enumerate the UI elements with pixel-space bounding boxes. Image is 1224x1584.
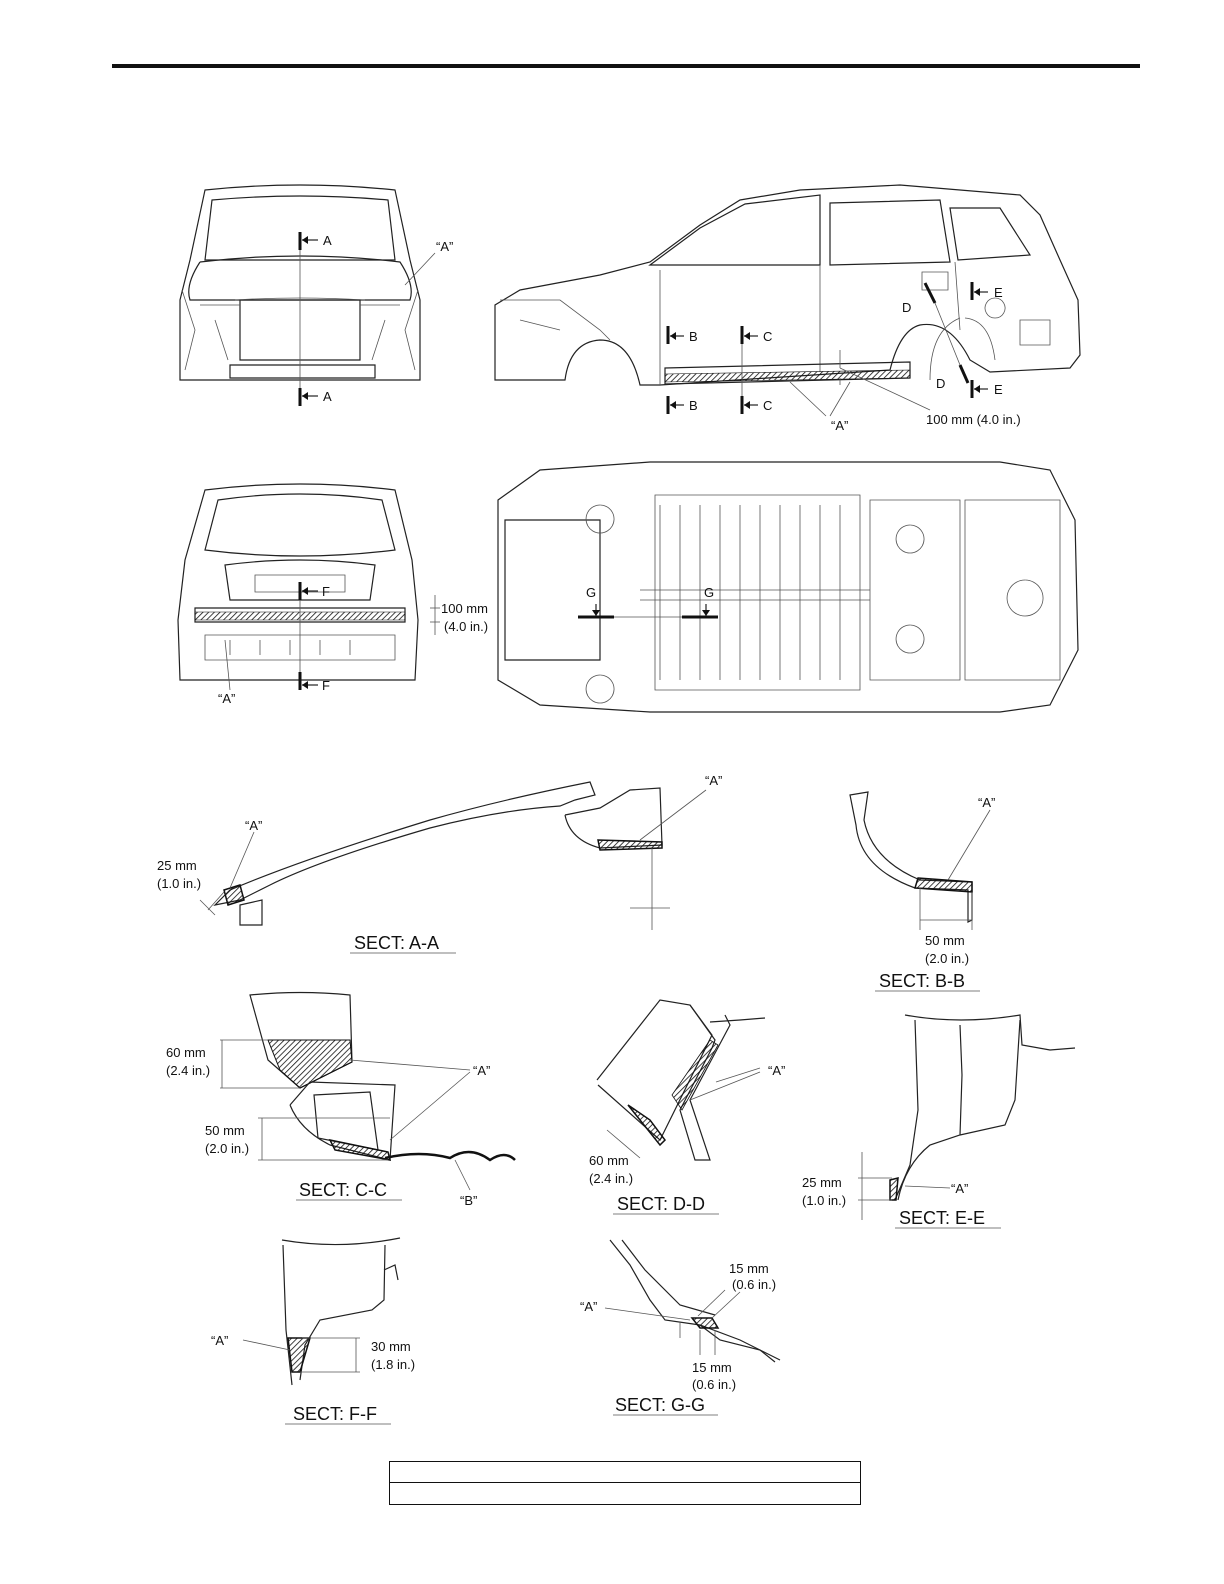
section-title-aa: SECT: A-A [354,933,439,953]
dim-15mm-gg-bottom-1: 15 mm [692,1360,732,1375]
section-title-ee: SECT: E-E [899,1208,985,1228]
label-quote-a-aa-left: “A” [245,818,262,833]
dim-60mm-dd-2: (2.4 in.) [589,1171,633,1186]
dim-30mm-ff-2: (1.8 in.) [371,1357,415,1372]
section-title-cc: SECT: C-C [299,1180,387,1200]
label-quote-a-dd: “A” [768,1063,785,1078]
dim-25mm-ee-2: (1.0 in.) [802,1193,846,1208]
label-quote-a-rear: “A” [218,691,235,706]
rear-view [177,483,440,691]
label-quote-a-bb: “A” [978,795,995,810]
footer-table-divider [390,1482,860,1483]
label-f-bottom: F [322,678,330,693]
dim-25mm-aa-1: 25 mm [157,858,197,873]
section-b-b [849,791,991,992]
dim-50mm-bb-2: (2.0 in.) [925,951,969,966]
dim-15mm-gg-top-2: (0.6 in.) [732,1277,776,1292]
section-title-ff: SECT: F-F [293,1404,377,1424]
label-f-top: F [322,584,330,599]
section-g-g [604,1239,781,1416]
label-b-bottom: B [689,398,698,413]
label-quote-a-front: “A” [436,239,453,254]
label-a-top: A [323,233,332,248]
section-c-c [220,991,516,1201]
label-c-top: C [763,329,772,344]
dim-60mm-dd-1: 60 mm [589,1153,629,1168]
label-d-top: D [902,300,911,315]
label-quote-b-cc: “B” [460,1193,477,1208]
dim-50mm-cc-1: 50 mm [205,1123,245,1138]
label-quote-a-cc: “A” [473,1063,490,1078]
section-f-f [242,1237,401,1425]
dim-100mm-rear-1: 100 mm [441,601,488,616]
label-quote-a-ee: “A” [951,1181,968,1196]
section-a-a [199,781,707,954]
label-d-bottom: D [936,376,945,391]
label-b-top: B [689,329,698,344]
label-e-top: E [994,285,1003,300]
header-rule [112,64,1140,68]
dim-100mm-side: 100 mm (4.0 in.) [926,412,1021,427]
label-quote-a-side: “A” [831,418,848,433]
label-quote-a-gg: “A” [580,1299,597,1314]
dim-50mm-bb-1: 50 mm [925,933,965,948]
section-title-dd: SECT: D-D [617,1194,705,1214]
label-quote-a-aa-right: “A” [705,773,722,788]
dim-100mm-rear-2: (4.0 in.) [444,619,488,634]
underbody-view [497,461,1079,713]
dim-15mm-gg-top-1: 15 mm [729,1261,769,1276]
section-title-bb: SECT: B-B [879,971,965,991]
footer-table [389,1461,861,1505]
label-g-left: G [586,585,596,600]
dim-25mm-ee-1: 25 mm [802,1175,842,1190]
label-e-bottom: E [994,382,1003,397]
label-c-bottom: C [763,398,772,413]
label-quote-a-ff: “A” [211,1333,228,1348]
dim-30mm-ff-1: 30 mm [371,1339,411,1354]
label-a-bottom: A [323,389,332,404]
label-g-right: G [704,585,714,600]
front-view [179,184,436,406]
side-view [494,184,1081,417]
dim-60mm-cc-1: 60 mm [166,1045,206,1060]
dim-60mm-cc-2: (2.4 in.) [166,1063,210,1078]
section-d-d [596,999,766,1215]
dim-50mm-cc-2: (2.0 in.) [205,1141,249,1156]
section-title-gg: SECT: G-G [615,1395,705,1415]
dim-15mm-gg-bottom-2: (0.6 in.) [692,1377,736,1392]
section-e-e [858,1014,1076,1229]
dim-25mm-aa-2: (1.0 in.) [157,876,201,891]
